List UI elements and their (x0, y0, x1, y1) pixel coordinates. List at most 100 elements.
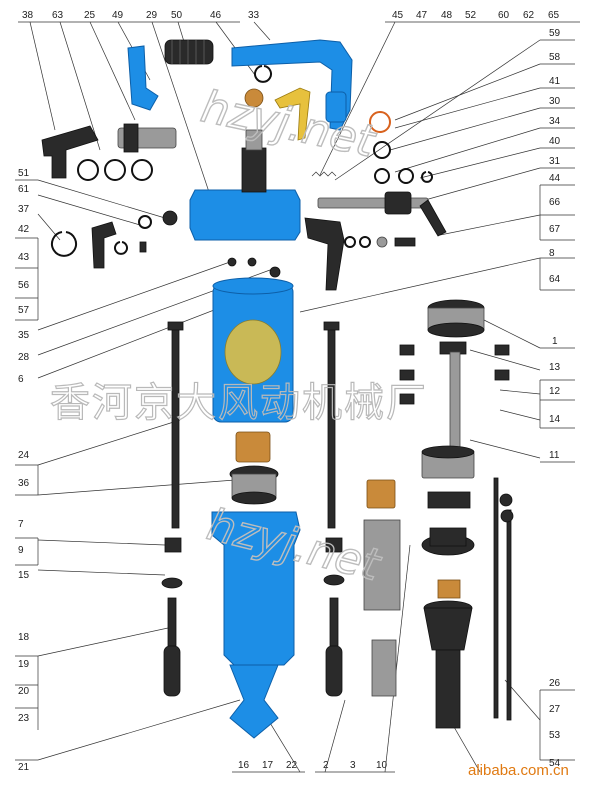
label-50: 50 (171, 10, 183, 21)
brass-bushing-36 (235, 431, 271, 463)
label-21: 21 (18, 762, 30, 773)
nut-64 (376, 236, 388, 248)
label-20: 20 (18, 686, 30, 697)
label-49: 49 (112, 10, 124, 21)
label-63: 63 (52, 10, 64, 21)
elbow-38 (41, 125, 99, 179)
long-bolts-24 (167, 321, 340, 529)
rod-cap-27 (500, 509, 514, 523)
label-52: 52 (465, 10, 477, 21)
cylinder-6 (212, 277, 294, 423)
clip-part (127, 45, 159, 111)
ball-28 (269, 266, 281, 278)
rod-cap-26 (499, 493, 513, 507)
label-28: 28 (18, 352, 30, 363)
label-46: 46 (210, 10, 222, 21)
ball-35-b (247, 257, 257, 267)
ratchet-ring-1 (427, 299, 485, 338)
label-30: 30 (549, 96, 561, 107)
label-47: 47 (416, 10, 428, 21)
washer-67 (359, 236, 371, 248)
label-14: 14 (549, 414, 561, 425)
label-15: 15 (18, 570, 30, 581)
label-41: 41 (549, 76, 561, 87)
washer-66 (344, 236, 356, 248)
ring-37 (51, 231, 77, 257)
watermark-chinese: 香河京大风动机械厂 (50, 380, 428, 426)
bottom-label-bar: 16 17 22 2 3 10 (232, 544, 481, 773)
pawls-13 (399, 344, 510, 405)
screw-44 (394, 237, 416, 247)
label-58: 58 (549, 52, 561, 63)
label-17: 17 (262, 760, 274, 771)
label-37: 37 (18, 204, 30, 215)
label-62: 62 (523, 10, 535, 21)
left-label-column: 51 61 37 42 43 56 57 35 28 6 24 36 7 9 1… (15, 168, 39, 773)
label-38: 38 (22, 10, 34, 21)
fitting-42 (91, 221, 117, 269)
o-ring-63-a (77, 159, 99, 181)
spring-50 (164, 39, 214, 65)
label-33: 33 (248, 10, 260, 21)
top-label-bar: 38 63 25 49 29 50 46 33 45 47 48 52 60 6… (18, 10, 580, 23)
spring-bolt-right (325, 597, 343, 697)
label-3: 3 (350, 760, 356, 771)
site-url: alibaba.com.cn (468, 762, 569, 779)
label-19: 19 (18, 659, 30, 670)
label-35: 35 (18, 330, 30, 341)
label-23: 23 (18, 713, 30, 724)
label-1: 1 (552, 336, 558, 347)
label-6: 6 (18, 374, 24, 385)
main-housing-29 (189, 129, 301, 241)
rod-27 (506, 509, 512, 721)
nut-9-right (325, 537, 343, 553)
washer-15-right (323, 574, 345, 586)
label-36: 36 (18, 478, 30, 489)
ring-43 (114, 241, 128, 255)
pin-56 (139, 241, 147, 253)
label-8: 8 (549, 248, 555, 259)
washer-15-left (161, 577, 183, 589)
chuck-column (363, 479, 401, 697)
label-66: 66 (549, 197, 561, 208)
chuck-10 (423, 600, 473, 729)
retaining-ring-46 (254, 65, 272, 83)
label-31: 31 (549, 156, 561, 167)
o-ring-63-b (104, 159, 126, 181)
label-56: 56 (18, 280, 30, 291)
label-26: 26 (549, 678, 561, 689)
label-29: 29 (146, 10, 158, 21)
spring-bolt-left (163, 597, 181, 697)
nut-51 (162, 210, 178, 226)
spring-45 (311, 171, 337, 177)
piston-rod-assembly (317, 191, 447, 237)
label-42: 42 (18, 224, 30, 235)
label-59: 59 (549, 28, 561, 39)
label-57: 57 (18, 305, 30, 316)
rotation-nut-11 (421, 445, 475, 599)
label-18: 18 (18, 632, 30, 643)
o-ring-59 (369, 111, 391, 133)
lever-arm-8 (304, 217, 345, 291)
label-64: 64 (549, 274, 561, 285)
label-45: 45 (392, 10, 404, 21)
brass-nut-part (244, 88, 264, 108)
label-48: 48 (441, 10, 453, 21)
label-43: 43 (18, 252, 30, 263)
label-53: 53 (549, 730, 561, 741)
handle-part (231, 39, 353, 131)
valve-25 (117, 123, 177, 153)
ball-35-a (227, 257, 237, 267)
label-61: 61 (18, 184, 30, 195)
label-34: 34 (549, 116, 561, 127)
label-65: 65 (548, 10, 560, 21)
right-label-column: 59 58 41 30 34 40 31 44 66 67 8 64 1 13 … (539, 28, 575, 769)
label-13: 13 (549, 362, 561, 373)
label-51: 51 (18, 168, 30, 179)
nut-9-left (164, 537, 182, 553)
label-10: 10 (376, 760, 388, 771)
label-22: 22 (286, 760, 298, 771)
label-25: 25 (84, 10, 96, 21)
front-body (211, 511, 301, 739)
